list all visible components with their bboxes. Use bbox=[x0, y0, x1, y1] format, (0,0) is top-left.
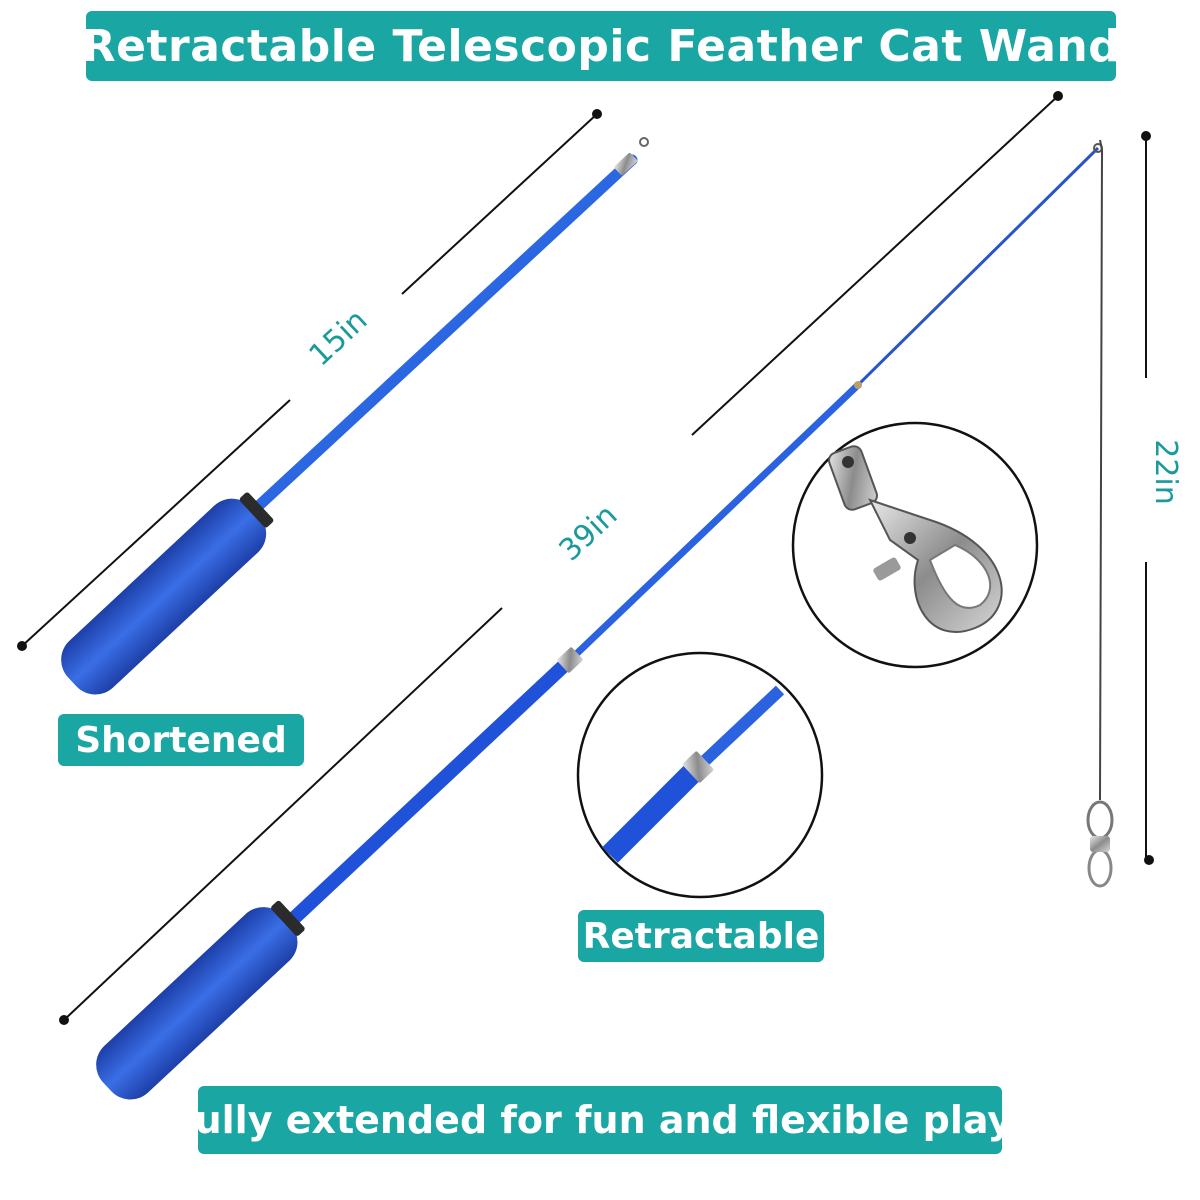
zoom-joint bbox=[682, 751, 714, 783]
short-length-label: 15in bbox=[303, 303, 375, 373]
title-banner: Retractable Telescopic Feather Cat Wand bbox=[82, 11, 1120, 81]
extended-handle bbox=[96, 900, 305, 1100]
shortened-label: Shortened bbox=[58, 714, 304, 766]
dimension-dot bbox=[592, 109, 602, 119]
clip-zoom-circle bbox=[791, 421, 1039, 669]
rod-segment bbox=[856, 146, 1100, 387]
carabiner-icon bbox=[828, 445, 1003, 633]
wire-string bbox=[1099, 139, 1104, 801]
dimension-line bbox=[401, 113, 598, 295]
short-handle bbox=[61, 492, 274, 695]
dimension-dot bbox=[17, 641, 27, 651]
rod-joint bbox=[854, 381, 862, 389]
dimension-dot bbox=[1141, 131, 1151, 141]
dimension-dot bbox=[1053, 91, 1063, 101]
small-clip-icon bbox=[1086, 800, 1114, 888]
string-assembly: 22in bbox=[1086, 131, 1183, 888]
tip-ring bbox=[639, 137, 649, 147]
dimension-line bbox=[63, 607, 503, 1021]
dimension-dot bbox=[59, 1015, 69, 1025]
tagline-banner: Fully extended for fun and flexible play… bbox=[171, 1086, 1029, 1154]
short-rod bbox=[246, 154, 638, 518]
dimension-dot bbox=[1144, 855, 1154, 865]
short-wand: 15in bbox=[17, 109, 649, 695]
string-length-label: 22in bbox=[1148, 439, 1183, 505]
rod-segment bbox=[566, 381, 862, 664]
extended-length-label: 39in bbox=[553, 498, 625, 568]
zoom-rod-thick bbox=[602, 762, 703, 863]
dimension-line bbox=[21, 399, 291, 647]
zoom-rod-thin bbox=[690, 685, 785, 775]
rod-joint bbox=[557, 647, 583, 673]
retractable-label: Retractable bbox=[578, 910, 824, 962]
dimension-line bbox=[691, 95, 1059, 436]
rod-tip bbox=[614, 152, 638, 176]
joint-zoom-circle bbox=[576, 651, 824, 899]
rod-segment bbox=[283, 653, 577, 929]
